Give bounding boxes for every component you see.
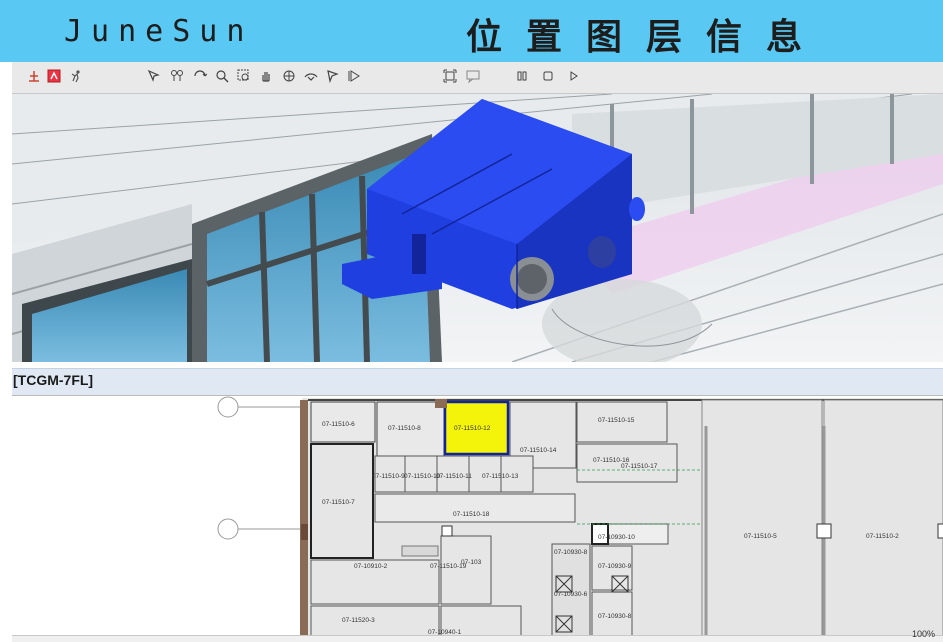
zoom-icon[interactable] <box>214 68 230 84</box>
room-label: 07-11510-13 <box>482 473 519 480</box>
room-label: 07-11510-15 <box>598 417 635 424</box>
measure-icon[interactable] <box>325 68 341 84</box>
room-label: 07-11510-2 <box>866 533 899 540</box>
room-label: 07-10930-8 <box>598 613 632 620</box>
section-icon[interactable] <box>26 68 42 84</box>
room-label: 07-10910-2 <box>354 563 388 570</box>
orbit-icon[interactable] <box>192 68 208 84</box>
selected-room-highlight <box>443 400 510 456</box>
stop-icon[interactable] <box>540 68 556 84</box>
room-label: 07-10930-9 <box>598 563 632 570</box>
status-bar: 100% <box>12 629 943 642</box>
model-3d-scene <box>12 94 943 362</box>
floor-plan-view[interactable]: 07-11510-6 07-11510-8 07-11510-12 07-115… <box>12 395 943 636</box>
zoom-window-icon[interactable] <box>236 68 252 84</box>
room-label: 07-10930-8 <box>554 549 588 556</box>
room-label: 07-11510-11 <box>436 473 472 480</box>
fly-icon[interactable] <box>303 68 319 84</box>
select-box-icon[interactable] <box>46 68 62 84</box>
header-banner: JuneSun 位置图层信息 <box>0 0 943 62</box>
room-label: 07-103 <box>461 559 482 566</box>
zoom-level: 100% <box>911 629 935 639</box>
room-label-selected: 07-11510-12 <box>454 425 491 432</box>
look-around-icon[interactable] <box>281 68 297 84</box>
select-icon[interactable] <box>146 68 162 84</box>
pan-icon[interactable] <box>258 68 274 84</box>
layer-name: [TCGM-7FL] <box>13 372 94 388</box>
viewer-toolbar <box>12 62 943 94</box>
room-label: 07-11510-5 <box>744 533 777 540</box>
room-label: 07-11510-18 <box>453 511 490 518</box>
page-title: 位置图层信息 <box>466 16 827 58</box>
room-label: 07-11510-16 <box>593 457 630 464</box>
room-label: 07-10940-1 <box>428 629 462 636</box>
model-3d-viewport[interactable] <box>12 94 943 362</box>
play-icon[interactable] <box>347 68 363 84</box>
layer-header: [TCGM-7FL] <box>12 368 943 395</box>
room-label: 07-10930-6 <box>554 591 588 598</box>
pause-icon[interactable] <box>514 68 530 84</box>
room-label: 07-10930-10 <box>598 534 635 541</box>
link-icon[interactable] <box>169 68 185 84</box>
walk-icon[interactable] <box>68 68 84 84</box>
room-label: 07-11510-6 <box>322 421 355 428</box>
room-label: 07-11520-3 <box>342 617 375 624</box>
room-label: 07-11510-19 <box>430 563 467 570</box>
room-label: 07-11510-7 <box>322 499 355 506</box>
room-label: 07-11510-10 <box>404 473 441 480</box>
room-label: 07-11510-17 <box>621 463 658 470</box>
room-label: 07-11510-8 <box>388 425 421 432</box>
forward-icon[interactable] <box>566 68 582 84</box>
room-label: 07-11510-14 <box>520 447 557 454</box>
focus-icon[interactable] <box>442 68 458 84</box>
room-label: 07-11510-9 <box>372 473 405 480</box>
panel-separator <box>0 362 943 368</box>
brand-logo-text: JuneSun <box>64 14 254 49</box>
comment-icon[interactable] <box>465 68 481 84</box>
floor-plan-drawing: 07-11510-6 07-11510-8 07-11510-12 07-115… <box>217 396 943 636</box>
